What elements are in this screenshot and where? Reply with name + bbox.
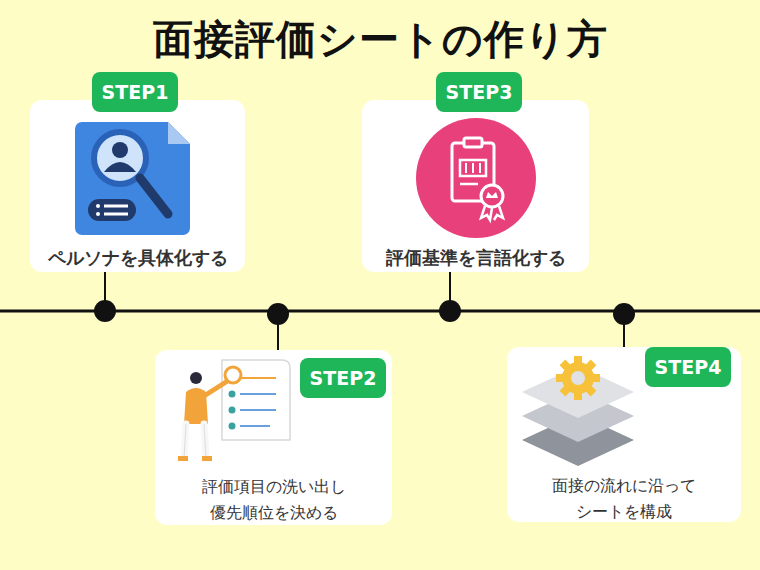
persona-icon (75, 122, 190, 235)
timeline (0, 310, 760, 313)
step-badge: STEP3 (436, 72, 522, 112)
step-caption: 評価項目の洗い出し 優先順位を決める (155, 474, 392, 526)
timeline-dot (94, 300, 116, 322)
step-badge: STEP1 (92, 72, 178, 112)
step-card: STEP2 評価項目の洗い出し 優先順位を決める (155, 350, 392, 525)
timeline-dot (267, 303, 289, 325)
step-badge: STEP4 (645, 347, 731, 387)
timeline-dot (439, 300, 461, 322)
step-badge: STEP2 (300, 358, 386, 398)
criteria-icon (416, 118, 536, 238)
step-card: STEP4 面接の流れに沿って シートを構成 (507, 347, 741, 522)
leader-line (104, 272, 106, 311)
step-card: STEP1ペルソナを具体化する (30, 100, 245, 272)
diagram-title: 面接評価シートの作り方 (0, 12, 760, 67)
step-caption: 面接の流れに沿って シートを構成 (507, 473, 741, 525)
step-card: STEP3評価基準を言語化する (362, 100, 589, 272)
leader-line (449, 272, 451, 311)
leader-line (277, 311, 279, 350)
layers-icon (522, 356, 634, 466)
timeline-dot (613, 303, 635, 325)
leader-line (623, 311, 625, 347)
step-caption: 評価基準を言語化する (362, 246, 589, 270)
checklist-icon (178, 360, 290, 461)
step-caption: ペルソナを具体化する (30, 246, 245, 270)
